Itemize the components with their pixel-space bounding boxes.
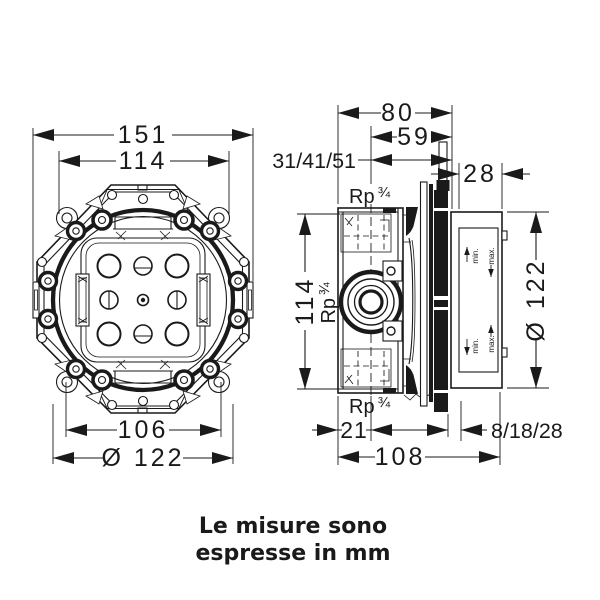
dim-diameter-front-label: Ø 122: [101, 444, 184, 472]
adjustment-screw: [438, 141, 448, 183]
dim-diameter-front: Ø 122: [52, 404, 234, 472]
dim-diameter-side: Ø 122: [507, 211, 550, 389]
screw-hole-grid: [96, 253, 190, 347]
fixing-tabs: [32, 281, 254, 319]
dim-114-side-label: 114: [291, 277, 319, 326]
protection-cap: min. max. min. max.: [450, 211, 508, 389]
dim-114-side: 114: [291, 213, 340, 390]
retaining-clip: [406, 207, 418, 394]
max-label-top: max.: [487, 247, 496, 264]
center-hole: [136, 293, 150, 307]
dim-8-18-28-label: 8/18/28: [491, 419, 563, 443]
dim-21-label: 21: [340, 417, 368, 443]
dim-114-front-label: 114: [119, 147, 168, 175]
max-label-bottom: max.: [487, 335, 496, 352]
flange-plate: [419, 141, 450, 412]
dim-108: 108: [337, 392, 501, 471]
dim-31-41-51-label: 31/41/51: [272, 149, 356, 173]
thread-label-side: Rp¾: [316, 282, 340, 324]
dim-80-label: 80: [381, 99, 415, 127]
dim-151-label: 151: [118, 121, 169, 149]
flat-details: [36, 185, 250, 413]
dim-diameter-side-label: Ø 122: [522, 258, 550, 341]
dim-28: 28: [431, 160, 530, 209]
dim-28-label: 28: [463, 160, 497, 188]
dim-80: 80: [337, 99, 453, 209]
port-boss: [338, 260, 404, 342]
dim-59: 59: [370, 123, 452, 184]
function-block: [75, 216, 211, 384]
hatch-marks: [77, 230, 209, 370]
front-view: 151 114 106 Ø 122: [32, 121, 254, 472]
dim-31-41-51: 31/41/51: [272, 149, 452, 173]
grommet-rings: [37, 209, 249, 391]
measurement-note: Le misure sono espresse in mm: [195, 514, 390, 566]
dim-106: 106: [65, 382, 222, 444]
dim-8-18-28: 8/18/28: [447, 401, 563, 443]
min-max-markings: min. max. min. max.: [464, 247, 496, 355]
dim-106-label: 106: [118, 416, 169, 444]
dim-21: 21: [312, 396, 448, 443]
svg-text:Rp¾: Rp¾: [316, 282, 340, 324]
dim-59-label: 59: [397, 123, 431, 151]
dim-151: 151: [32, 121, 254, 281]
note-line-1: Le misure sono: [199, 514, 387, 539]
dim-114-front: 114: [58, 147, 230, 214]
dim-108-label: 108: [375, 443, 426, 471]
note-line-2: espresse in mm: [195, 541, 390, 566]
min-label-top: min.: [471, 248, 480, 263]
min-label-bottom: min.: [471, 338, 480, 353]
